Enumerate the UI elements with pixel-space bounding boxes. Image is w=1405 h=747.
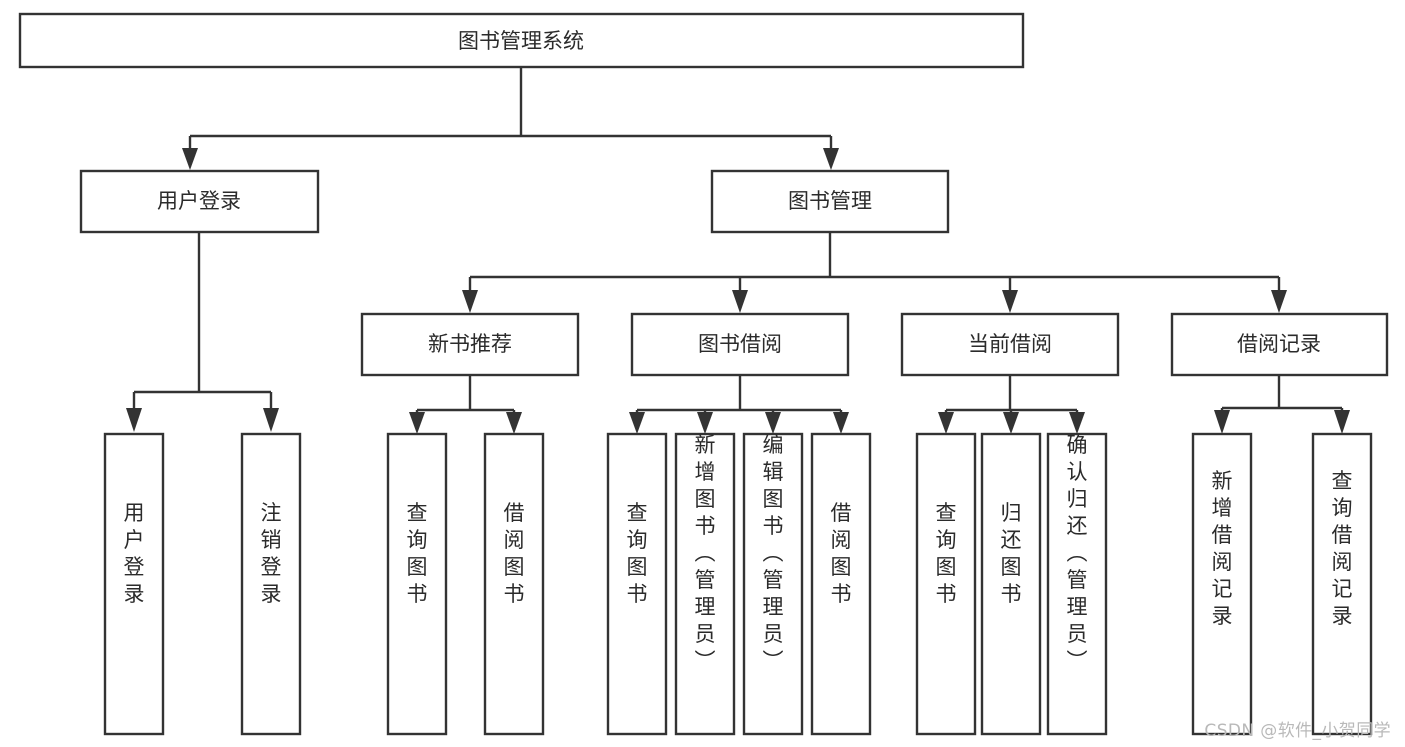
node-borrow-record[interactable]: 借阅记录 <box>1170 312 1389 377</box>
connector-group-book-borrow-to-leaves <box>629 375 849 434</box>
node-book-borrow[interactable]: 图书借阅 <box>630 312 850 377</box>
connector-new-book-recommend-branch <box>415 375 516 418</box>
connector-user-login-branch <box>132 232 273 414</box>
node-leaf-add-book-box[interactable] <box>674 432 736 736</box>
node-leaf-logout[interactable]: 注销登录 <box>240 432 302 736</box>
arrow-head-leaf-borrow-book-2 <box>833 412 849 434</box>
node-leaf-query-record[interactable]: 查询借阅记录 <box>1311 432 1373 736</box>
connector-group-borrow-record-to-leaves <box>1214 375 1350 434</box>
node-root-label: 图书管理系统 <box>458 29 584 53</box>
node-leaf-borrow-book-1-box[interactable] <box>483 432 545 736</box>
arrow-head-leaf-query-book-1 <box>409 412 425 434</box>
connector-group-new-book-recommend-to-leaves <box>409 375 522 434</box>
node-leaf-logout-label: 注销登录 <box>261 501 282 606</box>
node-book-management-label: 图书管理 <box>788 189 872 213</box>
node-current-borrow-box[interactable] <box>900 312 1120 377</box>
node-leaf-return-book[interactable]: 归还图书 <box>980 432 1042 736</box>
node-leaf-return-book-box[interactable] <box>980 432 1042 736</box>
node-leaf-edit-book-box[interactable] <box>742 432 804 736</box>
node-new-book-recommend[interactable]: 新书推荐 <box>360 312 580 377</box>
node-leaf-edit-book-label: 编辑图书︵管理员︶ <box>763 433 784 673</box>
node-leaf-query-book-1-box[interactable] <box>386 432 448 736</box>
node-book-borrow-box[interactable] <box>630 312 850 377</box>
node-leaf-query-book-2-box[interactable] <box>606 432 668 736</box>
arrow-head-leaf-confirm-return <box>1069 412 1085 434</box>
node-leaf-query-record-box[interactable] <box>1311 432 1373 736</box>
node-leaf-logout-box[interactable] <box>240 432 302 736</box>
arrow-head-leaf-query-book-2 <box>629 412 645 434</box>
connector-current-borrow-branch <box>944 375 1079 418</box>
node-leaf-edit-book[interactable]: 编辑图书︵管理员︶ <box>742 432 804 736</box>
arrow-head-leaf-add-book <box>697 412 713 434</box>
node-leaf-query-book-1-label: 查询图书 <box>407 501 428 606</box>
node-borrow-record-label: 借阅记录 <box>1237 332 1321 356</box>
node-leaf-query-book-2-label: 查询图书 <box>627 501 648 606</box>
node-root-box[interactable] <box>18 12 1025 69</box>
arrow-head-leaf-user-login <box>126 408 142 432</box>
node-new-book-recommend-box[interactable] <box>360 312 580 377</box>
node-leaf-return-book-label: 归还图书 <box>1001 501 1022 606</box>
node-leaf-confirm-return[interactable]: 确认归还︵管理员︶ <box>1046 432 1108 736</box>
node-leaf-query-record-label: 查询借阅记录 <box>1332 469 1353 628</box>
connector-group-current-borrow-to-leaves <box>938 375 1085 434</box>
node-leaf-query-book-3[interactable]: 查询图书 <box>915 432 977 736</box>
node-leaf-query-book-1[interactable]: 查询图书 <box>386 432 448 736</box>
arrow-head-new-book-recommend <box>462 290 478 313</box>
arrow-head-book-borrow <box>732 290 748 313</box>
connector-book-management-branch <box>468 232 1281 296</box>
node-book-management-box[interactable] <box>710 169 950 234</box>
node-leaf-borrow-book-1-label: 借阅图书 <box>504 501 525 606</box>
arrow-head-leaf-borrow-book-1 <box>506 412 522 434</box>
arrow-head-user-login <box>182 148 198 170</box>
node-leaf-borrow-book-1[interactable]: 借阅图书 <box>483 432 545 736</box>
node-leaf-borrow-book-2[interactable]: 借阅图书 <box>810 432 872 736</box>
node-leaf-add-record-label: 新增借阅记录 <box>1212 469 1233 628</box>
arrow-head-book-management <box>823 148 839 170</box>
node-current-borrow-label: 当前借阅 <box>968 332 1052 356</box>
node-leaf-borrow-book-2-label: 借阅图书 <box>831 501 852 606</box>
arrow-head-leaf-edit-book <box>765 412 781 434</box>
node-user-login-box[interactable] <box>79 169 320 234</box>
arrow-head-leaf-return-book <box>1003 412 1019 434</box>
node-leaf-add-record[interactable]: 新增借阅记录 <box>1191 432 1253 736</box>
connector-group-book-management-to-level3 <box>462 232 1287 313</box>
node-leaf-user-login[interactable]: 用户登录 <box>103 432 165 736</box>
node-leaf-add-record-box[interactable] <box>1191 432 1253 736</box>
node-leaf-query-book-3-label: 查询图书 <box>936 501 957 606</box>
node-book-management[interactable]: 图书管理 <box>710 169 950 234</box>
node-borrow-record-box[interactable] <box>1170 312 1389 377</box>
connector-book-borrow-branch <box>635 375 843 418</box>
arrow-head-current-borrow <box>1002 290 1018 313</box>
connector-group-user-login-to-leaves <box>126 232 279 432</box>
connector-group-root-to-level2 <box>182 67 839 170</box>
node-leaf-query-book-2[interactable]: 查询图书 <box>606 432 668 736</box>
node-leaf-add-book[interactable]: 新增图书︵管理员︶ <box>674 432 736 736</box>
node-leaf-user-login-box[interactable] <box>103 432 165 736</box>
connector-borrow-record-branch <box>1220 375 1344 416</box>
node-user-login[interactable]: 用户登录 <box>79 169 320 234</box>
node-leaf-confirm-return-label: 确认归还︵管理员︶ <box>1067 433 1088 673</box>
node-book-borrow-label: 图书借阅 <box>698 332 782 356</box>
arrow-head-leaf-query-record <box>1334 410 1350 434</box>
node-current-borrow[interactable]: 当前借阅 <box>900 312 1120 377</box>
node-leaf-confirm-return-box[interactable] <box>1046 432 1108 736</box>
connector-root-branch <box>188 67 833 158</box>
node-user-login-label: 用户登录 <box>157 189 241 213</box>
node-new-book-recommend-label: 新书推荐 <box>428 332 512 356</box>
arrow-head-borrow-record <box>1271 290 1287 313</box>
node-leaf-add-book-label: 新增图书︵管理员︶ <box>695 433 716 673</box>
arrow-head-leaf-add-record <box>1214 410 1230 434</box>
arrow-head-leaf-logout <box>263 408 279 432</box>
arrow-head-leaf-query-book-3 <box>938 412 954 434</box>
node-leaf-query-book-3-box[interactable] <box>915 432 977 736</box>
node-root[interactable]: 图书管理系统 <box>18 12 1025 69</box>
node-leaf-borrow-book-2-box[interactable] <box>810 432 872 736</box>
node-leaf-user-login-label: 用户登录 <box>124 501 145 606</box>
